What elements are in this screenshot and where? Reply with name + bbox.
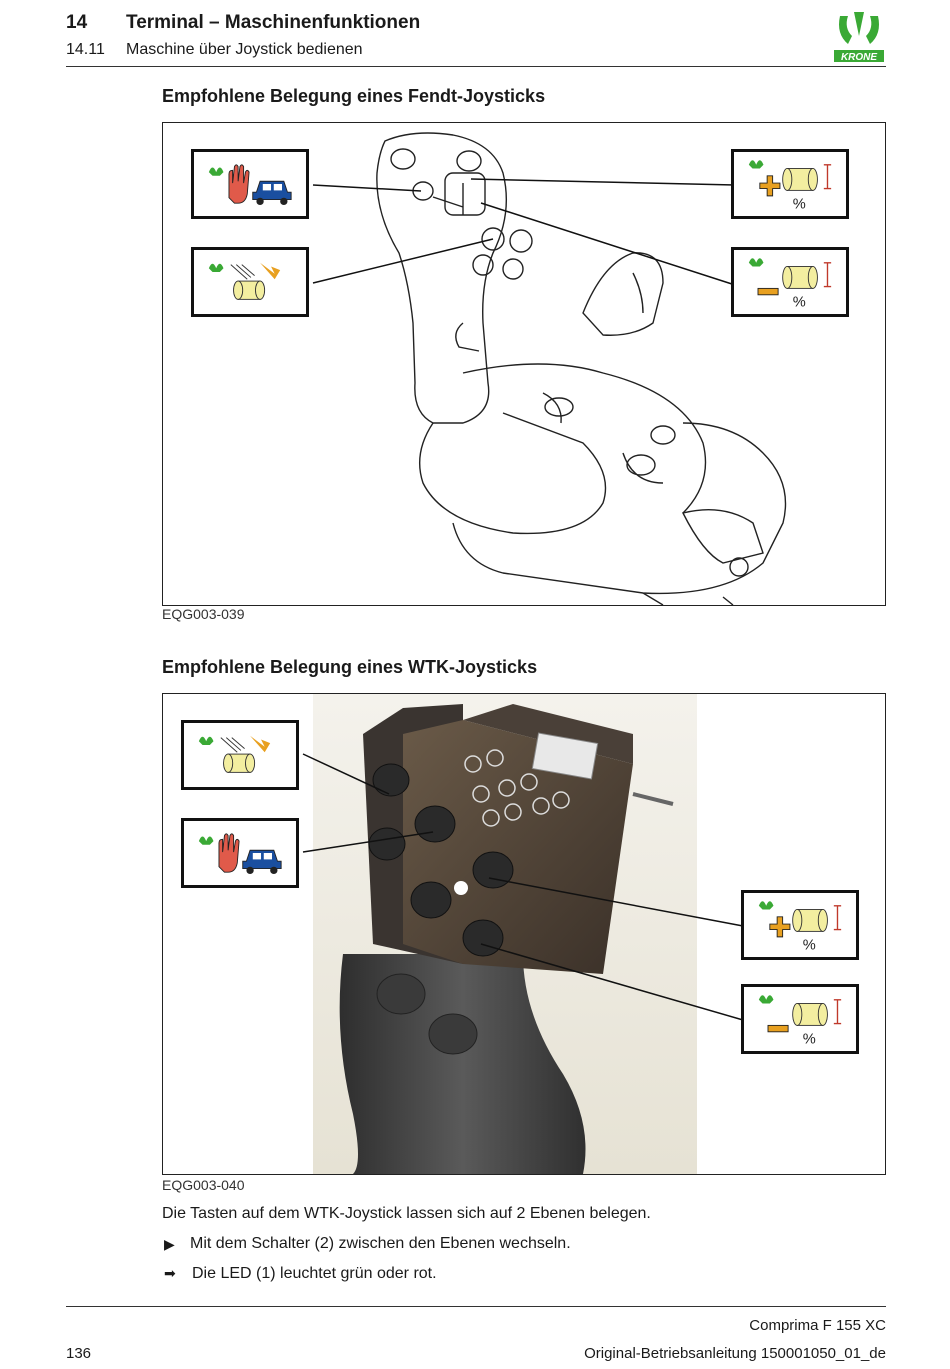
krone-knife-lift-icon	[198, 735, 271, 773]
footer-model: Comprima F 155 XC	[749, 1317, 886, 1334]
wtk-callout-manual	[181, 818, 299, 888]
krone-increase-icon: %	[758, 901, 842, 954]
fendt-callout-increase: %	[731, 149, 849, 219]
figure-2-wtk-joystick: % %	[162, 693, 886, 1175]
page-number: 136	[66, 1345, 92, 1362]
percent-label: %	[803, 1032, 816, 1048]
footer-rule	[66, 1306, 886, 1307]
section-number: 14.11	[66, 41, 105, 58]
result-marker-icon: ➡	[164, 1265, 176, 1281]
percent-label: %	[793, 295, 806, 311]
krone-decrease-icon: %	[748, 258, 832, 311]
chapter-number: 14	[66, 12, 88, 33]
wtk-callout-increase: %	[741, 890, 859, 960]
wtk-callout-knife	[181, 720, 299, 790]
footer-document: Original-Betriebsanleitung 150001050_01_…	[584, 1345, 886, 1362]
krone-knife-lift-icon	[208, 262, 281, 300]
fendt-callout-manual	[191, 149, 309, 219]
chapter-title: Terminal – Maschinenfunktionen	[126, 12, 421, 33]
krone-logo: KRONE	[830, 6, 888, 64]
logo-text: KRONE	[841, 52, 877, 63]
percent-label: %	[803, 938, 816, 954]
krone-manual-vehicle-icon	[198, 833, 282, 875]
figure-1-fendt-joystick: % %	[162, 122, 886, 606]
fendt-callout-knife	[191, 247, 309, 317]
step-result: Die LED (1) leuchtet grün oder rot.	[192, 1265, 437, 1282]
wtk-callout-decrease: %	[741, 984, 859, 1054]
step-marker-icon: ▶	[164, 1236, 175, 1252]
figure-1-heading: Empfohlene Belegung eines Fendt-Joystick…	[162, 86, 546, 106]
figure-2-heading: Empfohlene Belegung eines WTK-Joysticks	[162, 657, 538, 677]
krone-increase-icon: %	[748, 160, 832, 213]
step-instruction: Mit dem Schalter (2) zwischen den Ebenen…	[190, 1235, 571, 1252]
header-rule	[66, 66, 886, 67]
krone-decrease-icon: %	[758, 995, 842, 1048]
figure-1-code: EQG003-039	[162, 606, 245, 622]
body-paragraph: Die Tasten auf dem WTK-Joystick lassen s…	[162, 1205, 651, 1222]
figure-2-code: EQG003-040	[162, 1177, 245, 1193]
krone-manual-vehicle-icon	[208, 164, 292, 206]
percent-label: %	[793, 197, 806, 213]
fendt-callout-decrease: %	[731, 247, 849, 317]
section-title: Maschine über Joystick bedienen	[126, 41, 363, 58]
fendt-joystick-drawing	[312, 132, 787, 605]
wtk-joystick-photo	[302, 694, 744, 1174]
